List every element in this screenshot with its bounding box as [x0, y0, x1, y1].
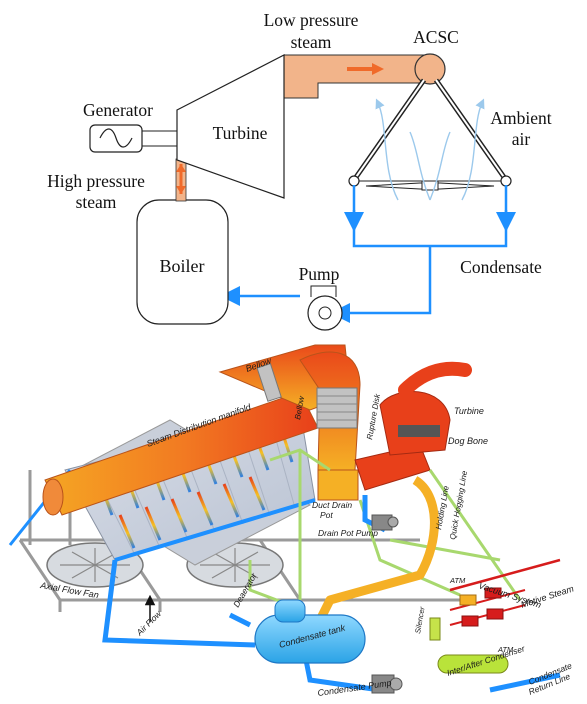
label-turbine-3d: Turbine — [454, 406, 484, 416]
turbine-casing — [379, 391, 451, 456]
condensate-header — [114, 498, 316, 562]
condensate-tank — [254, 599, 366, 664]
label-dog-bone: Dog Bone — [448, 436, 488, 446]
inter-after-condenser — [437, 654, 509, 674]
label-ambient-air-line1: Ambient — [490, 108, 551, 128]
manifold-end-cap — [42, 478, 64, 516]
drain-pot-pump — [371, 514, 399, 531]
label-condensate: Condensate — [460, 257, 542, 277]
label-generator: Generator — [83, 100, 153, 120]
label-pump: Pump — [299, 264, 340, 284]
label-atm-bottom: ATM — [497, 645, 514, 654]
label-duct-drain-pot-line1: Duct Drain — [312, 500, 352, 510]
fan-hub — [421, 180, 439, 191]
bottom-illustration: Steam Distribution manifold Bellow Bello… — [8, 344, 575, 698]
label-high-pressure-steam-line2: steam — [76, 192, 117, 212]
pump — [307, 285, 343, 331]
label-bellow-side: Bellow — [293, 394, 306, 420]
top-schematic: Low pressure steam ACSC Generator Turbin… — [47, 10, 552, 331]
label-ambient-air-line2: air — [512, 129, 531, 149]
silencer — [429, 617, 441, 641]
label-turbine: Turbine — [213, 123, 268, 143]
label-air-flow: Air Flow — [134, 608, 164, 638]
acsc-header — [414, 53, 446, 85]
dog-bone-flange — [398, 425, 440, 437]
label-acsc: ACSC — [413, 27, 459, 47]
bellow-side-ribs — [317, 395, 357, 421]
ambient-air-flow — [375, 98, 485, 201]
label-duct-drain-pot-line2: Pot — [320, 510, 333, 520]
duct-drain-pot — [317, 469, 359, 501]
label-boiler: Boiler — [160, 256, 205, 276]
high-pressure-steam-riser — [175, 158, 187, 202]
turbine — [176, 54, 285, 199]
turbine-inlet — [398, 361, 472, 397]
vacuum-ejectors — [429, 558, 561, 674]
label-silencer: Silencer — [413, 606, 427, 635]
label-atm-top: ATM — [449, 576, 466, 585]
acsc-a-frame — [348, 78, 512, 191]
label-low-pressure-steam-line1: Low pressure — [264, 10, 359, 30]
label-quick-hogging-line: Quick Hogging Line — [448, 469, 469, 540]
generator — [89, 124, 177, 153]
label-drain-pot-pump: Drain Pot Pump — [318, 528, 378, 538]
axial-flow-fans — [46, 542, 284, 588]
label-low-pressure-steam-line2: steam — [291, 32, 332, 52]
label-rupture-disk: Rupture Disk — [365, 392, 382, 440]
condensate-lines — [220, 185, 516, 323]
low-pressure-steam-pipe — [283, 54, 429, 99]
motive-steam-line — [449, 558, 561, 592]
bellow-side-ring — [316, 387, 358, 429]
bellow-top-ring — [256, 363, 282, 402]
condensate-pump — [371, 674, 403, 694]
holding-line — [315, 476, 439, 623]
sine-wave-icon — [99, 128, 133, 148]
label-high-pressure-steam-line1: High pressure — [47, 171, 145, 191]
steam-flow-arrowhead — [372, 63, 384, 75]
